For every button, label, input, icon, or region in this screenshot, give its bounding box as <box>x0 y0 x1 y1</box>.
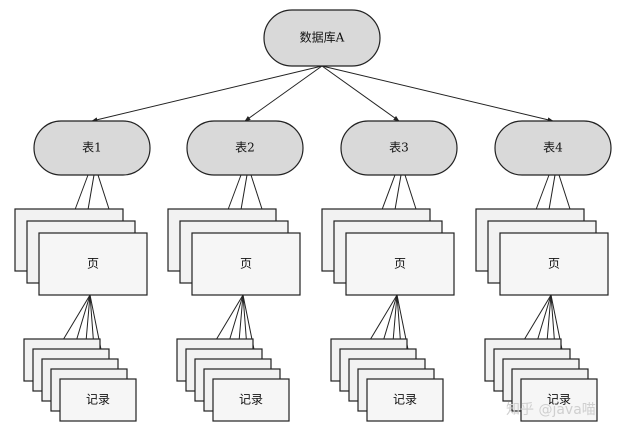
record-label: 记录 <box>86 393 110 407</box>
page-to-record-arrow <box>520 294 552 346</box>
table-node <box>494 120 612 176</box>
node-layer: 数据库A 表1 页记录 表2 页记录 表3 页记录 表4 页记录 <box>14 9 612 422</box>
table-label: 表1 <box>82 141 102 155</box>
page-label: 页 <box>548 257 560 271</box>
table-node <box>33 120 151 176</box>
page-to-record-arrow <box>59 294 91 346</box>
table-to-page-arrow <box>533 174 550 216</box>
page-label: 页 <box>240 257 252 271</box>
record-label: 记录 <box>393 393 417 407</box>
table-to-page-arrow <box>72 174 89 216</box>
page-box <box>38 232 148 296</box>
table-node <box>340 120 458 176</box>
record-label: 记录 <box>547 393 571 407</box>
page-box <box>499 232 609 296</box>
db-to-table-arrow <box>321 65 400 122</box>
page-box <box>191 232 301 296</box>
page-label: 页 <box>394 257 406 271</box>
db-to-table-arrow <box>321 65 554 123</box>
record-box <box>212 378 290 422</box>
db-to-table-arrow <box>244 65 323 122</box>
table-node <box>186 120 304 176</box>
record-label: 记录 <box>239 393 263 407</box>
page-box <box>345 232 455 296</box>
table-label: 表4 <box>543 141 563 155</box>
database-node <box>263 9 381 67</box>
page-to-record-arrow <box>366 294 398 346</box>
record-box <box>366 378 444 422</box>
record-box <box>59 378 137 422</box>
table-label: 表3 <box>389 141 409 155</box>
table-to-page-arrow <box>379 174 396 216</box>
table-label: 表2 <box>235 141 255 155</box>
page-label: 页 <box>87 257 99 271</box>
db-to-table-arrow <box>91 65 323 123</box>
table-to-page-arrow <box>225 174 242 216</box>
page-to-record-arrow <box>212 294 244 346</box>
record-box <box>520 378 598 422</box>
watermark-text: 知乎 @java喵 <box>506 401 596 418</box>
database-label: 数据库A <box>300 30 345 45</box>
